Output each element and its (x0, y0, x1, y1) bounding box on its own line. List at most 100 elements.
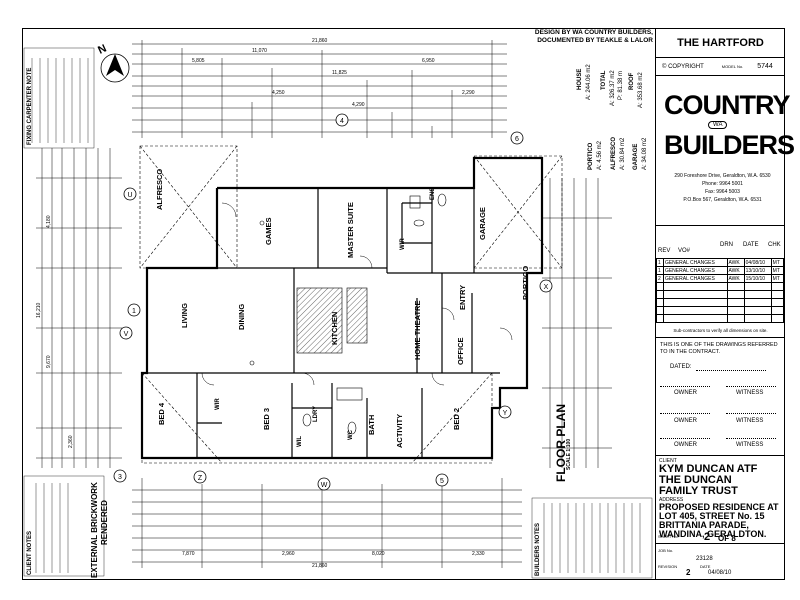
room-entry: ENTRY (458, 284, 467, 310)
bottom-dimension-values: 21,860 7,870 2,960 8,020 2,330 (182, 551, 485, 569)
room-laundry: LDRY (313, 405, 319, 422)
area-total-label: TOTAL (601, 70, 607, 90)
room-activity: ACTIVITY (395, 413, 404, 448)
rev-head-date: DATE (743, 242, 759, 248)
owner-label-3: OWNER (674, 442, 697, 448)
sheet-no: 2 (704, 531, 711, 543)
site-address-2: LOT 405, STREET No. 15 (659, 511, 765, 521)
contract-signature-block: THIS IS ONE OF THE DRAWINGS REFERRED TO … (656, 338, 785, 456)
model-name: THE HARTFORD (656, 28, 785, 58)
witness-label-3: WITNESS (736, 442, 764, 448)
builder-logo: COUNTRY WA BUILDERS 290 Foreshore Drive,… (656, 76, 795, 226)
room-kitchen: KITCHEN (330, 311, 339, 345)
area-garage-value: A: 34.08 m2 (642, 137, 648, 170)
dim-top-4: 11,825 (332, 70, 347, 76)
floor-plan-scale: SCALE 1:100 (566, 438, 572, 470)
dim-bottom-3: 8,020 (372, 551, 385, 557)
left-dimension-values: 16,210 4,180 9,670 2,360 (36, 215, 74, 448)
room-bed4: BED 4 (157, 402, 166, 425)
room-garage: GARAGE (478, 207, 487, 240)
builder-notes-heading: BUILDERS NOTES (535, 522, 541, 576)
client-name-3: FAMILY TRUST (659, 485, 738, 497)
north-arrow-icon: N (96, 42, 130, 83)
table-row (656, 298, 785, 307)
right-dimension-lines (542, 178, 612, 468)
room-office: OFFICE (456, 337, 465, 366)
subcontractors-note: Sub-contractors to verify all dimensions… (673, 328, 768, 333)
builder-notes-box (531, 497, 653, 579)
site-address-4: WANDINA, GERALDTON. (659, 529, 767, 539)
room-wc: WC (348, 430, 354, 440)
internal-walls (147, 188, 527, 458)
dim-top-6: 2,290 (462, 90, 475, 96)
fixtures (249, 193, 447, 435)
marker-v: V (124, 331, 129, 338)
dim-bottom-4: 2,330 (472, 551, 485, 557)
dim-bottom-0: 21,860 (312, 563, 328, 569)
date-value: 04/08/10 (708, 570, 732, 576)
documented-by: DOCUMENTED BY TEAKLE & LALOR (537, 37, 653, 44)
dim-left-2: 9,670 (46, 355, 52, 368)
client-block: CLIENT KYM DUNCAN ATF THE DUNCAN FAMILY … (656, 456, 785, 544)
copyright-row: © COPYRIGHT MODEL No. 5744 (656, 58, 785, 76)
revision-no: 2 (686, 568, 691, 577)
area-alfresco-value: A: 30.84 m2 (620, 137, 626, 170)
room-portico: PORTICO (521, 265, 530, 300)
grid-markers: U V W X Y Z 3 4 5 6 1 (113, 113, 553, 491)
top-dimension-ticks (141, 40, 493, 138)
room-wir-master: WIR (400, 238, 406, 250)
dim-top-5: 4,250 (272, 90, 285, 96)
room-bath: BATH (367, 414, 376, 435)
dated-label: DATED: (670, 364, 692, 370)
marker-5: 5 (440, 478, 444, 485)
owner-label-2: OWNER (674, 418, 697, 424)
room-living: LIVING (180, 302, 189, 328)
table-row (656, 290, 785, 299)
dim-top-0: 21,860 (312, 38, 328, 44)
client-label: CLIENT (659, 458, 677, 464)
date-label: DATE (700, 564, 711, 569)
dim-top-7: 4,290 (352, 102, 365, 108)
room-home-theatre: HOME THEATRE (413, 300, 422, 360)
area-garage-label: GARAGE (633, 143, 639, 170)
external-brickwork-label: EXTERNAL BRICKWORK (90, 482, 99, 578)
client-notes-text-lines (35, 483, 69, 573)
area-alfresco-label: ALFRESCO (611, 137, 617, 170)
marker-y: Y (503, 410, 508, 417)
contract-note: THIS IS ONE OF THE DRAWINGS REFERRED TO … (660, 342, 778, 355)
bottom-dimension-lines (132, 478, 522, 568)
table-row (656, 306, 785, 315)
model-no-label: MODEL No. (721, 64, 744, 69)
rendered-label: RENDERED (100, 500, 109, 545)
sheet-info-block: SHEET No. 2 OF 8 JOB No. 23128 REVISION … (656, 531, 785, 580)
revision-label: REVISION (658, 564, 678, 569)
rev-head-vo: VO# (678, 248, 691, 254)
site-address-1: PROPOSED RESIDENCE AT (659, 502, 779, 512)
rev-head-rev: REV (658, 248, 671, 254)
room-ens: ENS (430, 187, 436, 200)
client-name-1: KYM DUNCAN ATF (659, 463, 758, 475)
table-row (656, 314, 785, 323)
marker-x: X (544, 284, 549, 291)
top-dimension-lines (132, 43, 507, 133)
marker-z: Z (198, 475, 203, 482)
room-games: GAMES (264, 217, 273, 245)
marker-w: W (321, 482, 328, 489)
logo-wa: WA (708, 121, 728, 129)
builder-notes-text-lines (543, 503, 641, 573)
area-portico-label: PORTICO (588, 142, 594, 170)
area-roof-value: A: 353.68 m2 (638, 72, 644, 108)
client-name-2: THE DUNCAN (659, 474, 732, 486)
client-notes-heading: CLIENT NOTES (27, 530, 33, 575)
fixing-notes-text-lines (31, 58, 89, 143)
room-master-suite: MASTER SUITE (346, 202, 355, 258)
area-house-value: A: 244.06 m2 (586, 64, 592, 100)
builder-address: 290 Foreshore Drive, Geraldton, W.A. 653… (664, 172, 781, 204)
builder-fax: Fax: 9964 5003 (705, 189, 740, 195)
logo-country: COUNTRY (664, 90, 790, 120)
fixing-carpenter-note-heading: FIXING CARPENTER NOTE (27, 67, 33, 145)
title-block: THE HARTFORD © COPYRIGHT MODEL No. 5744 … (655, 28, 795, 580)
builder-street: 290 Foreshore Drive, Geraldton, W.A. 653… (674, 173, 771, 179)
dim-left-0: 16,210 (36, 302, 42, 318)
